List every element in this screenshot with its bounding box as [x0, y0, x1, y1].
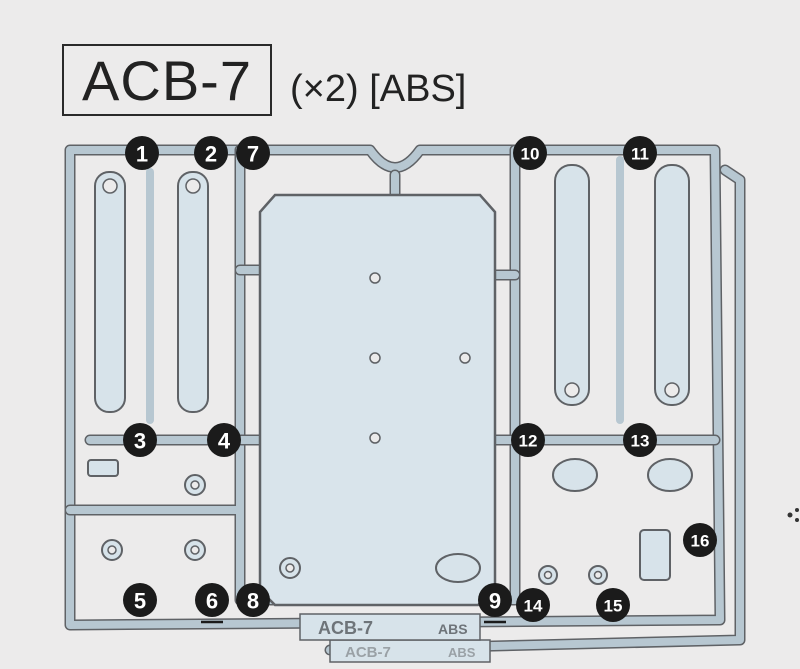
- part-number-badge: 11: [623, 136, 657, 170]
- part-number-badge: 3: [123, 423, 157, 457]
- part-number-label: 14: [524, 597, 543, 616]
- long-arm-part-left-2: [177, 171, 209, 413]
- part-number-badge: 13: [623, 423, 657, 457]
- part-number-badge: 4: [207, 423, 241, 457]
- part-number-badge: 14: [516, 588, 550, 622]
- sprue-code: ACB-7: [82, 48, 252, 112]
- part-number-badge: 2: [194, 136, 228, 170]
- part-number-label: 7: [247, 142, 259, 167]
- sprue-name-tab: ACB-7 ABS: [299, 613, 481, 641]
- sprue-tab-material: ABS: [438, 621, 468, 637]
- part-number-badge: 6: [195, 583, 229, 624]
- part-number-label: 15: [604, 597, 623, 616]
- part-number-label: 3: [134, 429, 146, 454]
- part-number-label: 1: [136, 142, 148, 167]
- part-number-badge: 12: [511, 423, 545, 457]
- part-number-label: 10: [521, 145, 540, 164]
- sprue-title-box: ACB-7: [62, 44, 272, 116]
- part-number-badge: 7: [236, 136, 270, 170]
- part-number-label: 12: [519, 432, 538, 451]
- part-number-label: 8: [247, 589, 259, 614]
- long-arm-part-right-2: [654, 164, 690, 406]
- part-number-badge: 1: [125, 136, 159, 170]
- sprue-quantity-material: (×2) [ABS]: [290, 68, 467, 110]
- part-number-badge: 15: [596, 588, 630, 622]
- rear-sprue-outline: ACB-7 ABS: [324, 164, 746, 663]
- part-number-label: 6: [206, 589, 218, 614]
- long-arm-part-right: [554, 164, 590, 406]
- part-number-label: 9: [489, 589, 501, 614]
- part-number-label: 16: [691, 532, 710, 551]
- rear-tab-code: ACB-7: [345, 644, 391, 661]
- part-number-badge: 5: [123, 583, 157, 617]
- part-number-badge: 9: [478, 583, 512, 624]
- sprue-tab-code: ACB-7: [318, 618, 373, 638]
- center-plate-part: [258, 193, 497, 607]
- part-number-badge: 10: [513, 136, 547, 170]
- edge-mark: [787, 508, 799, 522]
- part-number-label: 13: [631, 432, 650, 451]
- part-number-label: 11: [631, 145, 649, 164]
- long-arm-part-left: [94, 171, 126, 413]
- part-number-badge: 8: [236, 583, 270, 617]
- rear-tab-material: ABS: [448, 645, 476, 660]
- part-number-label: 4: [218, 429, 231, 454]
- small-parts: [87, 458, 693, 585]
- part-number-label: 2: [205, 142, 217, 167]
- part-number-badge: 16: [683, 523, 717, 557]
- part-number-label: 5: [134, 589, 146, 614]
